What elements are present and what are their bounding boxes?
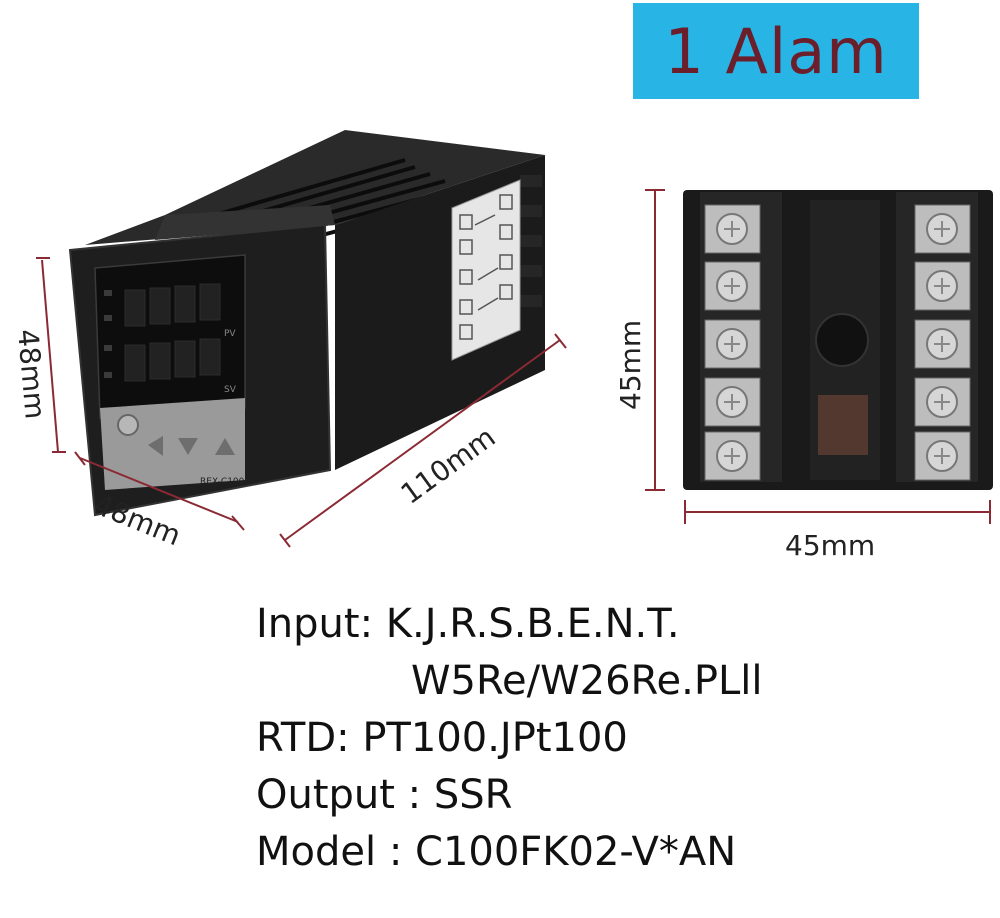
- display-window: [94, 254, 246, 419]
- depth-label: 110mm: [395, 420, 502, 510]
- spec-rtd: RTD: PT100.JPt100: [256, 710, 956, 767]
- model-marking: REX-C100: [200, 477, 245, 487]
- pv-label: PV: [224, 329, 236, 339]
- spec-rtd-value: PT100.JPt100: [362, 715, 628, 761]
- dimension-lines-right: [645, 189, 991, 524]
- spec-model-label: Model :: [256, 829, 403, 875]
- up-button-icon: [215, 438, 235, 455]
- spec-input: Input: K.J.R.S.B.E.N.T.: [256, 596, 956, 653]
- shift-button-icon: [148, 436, 163, 456]
- spec-input-label: Input:: [256, 601, 374, 647]
- dimension-lines-left: [36, 257, 567, 548]
- product-illustration: PV SV REX-C100 48mm 48mm 110mm: [11, 130, 993, 562]
- spec-model: Model : C100FK02-V*AN: [256, 824, 956, 881]
- controller-body: PV SV REX-C100: [68, 130, 545, 517]
- title-badge: 1 Alam: [633, 3, 919, 99]
- rear-height-label: 45mm: [614, 320, 647, 410]
- spec-input-value-cont: W5Re/W26Re.PLll: [411, 658, 763, 704]
- spec-output-value: SSR: [433, 772, 513, 818]
- spec-output-label: Output :: [256, 772, 422, 818]
- specifications: Input: K.J.R.S.B.E.N.T. W5Re/W26Re.PLll …: [256, 596, 956, 881]
- spec-model-value: C100FK02-V*AN: [415, 829, 737, 875]
- spec-input-value: K.J.R.S.B.E.N.T.: [385, 601, 680, 647]
- rear-width-label: 45mm: [785, 529, 875, 562]
- badge-label: 1 Alam: [664, 14, 888, 88]
- spec-output: Output : SSR: [256, 767, 956, 824]
- sv-label: SV: [224, 385, 237, 395]
- down-button-icon: [178, 438, 198, 455]
- spec-input-cont: W5Re/W26Re.PLll: [256, 653, 956, 710]
- front-height-label: 48mm: [11, 328, 52, 421]
- spec-rtd-label: RTD:: [256, 715, 350, 761]
- rear-terminal-block: [683, 190, 993, 490]
- set-button-icon: [117, 414, 139, 436]
